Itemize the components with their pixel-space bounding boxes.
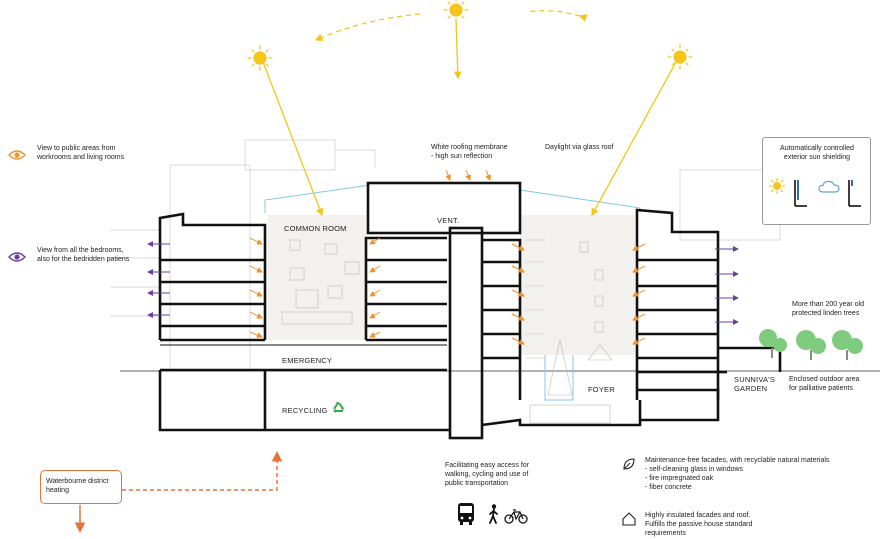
sun-icon (667, 44, 693, 70)
outdoor-note: Enclosed outdoor area for palliative pat… (789, 376, 860, 392)
pedestrian-icon (488, 504, 500, 529)
room-label-recycling: RECYCLING (282, 406, 328, 415)
sun-shielding-note: Automatically controlled exterior sun sh… (780, 145, 854, 161)
sun-shielding-box: Automatically controlled exterior sun sh… (762, 137, 871, 225)
background-buildings (110, 139, 781, 371)
purple-view-arrows (147, 241, 739, 325)
linden-note: More than 200 year old protected linden … (792, 301, 864, 317)
insulation-note: Highly insulated facades and roof. Fulfi… (645, 512, 753, 537)
room-label-vent: VENT. (437, 216, 460, 225)
room-label-emergency: EMERGENCY (282, 356, 333, 365)
facades-note: Maintenance-free facades, with recyclabl… (645, 457, 830, 491)
room-label-foyer: FOYER (588, 385, 615, 394)
window-shade-open-icon (845, 178, 861, 213)
cloud-icon (818, 180, 840, 199)
room-label-common: COMMON ROOM (284, 224, 347, 233)
recycle-icon (331, 401, 347, 422)
orange-view-arrows (249, 169, 646, 345)
window-shade-closed-icon (791, 178, 807, 213)
leaf-icon (622, 457, 636, 476)
legend-bedroom-view: View from all the bedrooms, also for the… (37, 247, 130, 263)
roofing-note: White roofing membrane - high sun reflec… (431, 144, 508, 160)
heating-note: Waterbourne district heating (46, 478, 109, 494)
sun-rays (262, 10, 677, 217)
sun-icon (443, 0, 469, 23)
house-icon (622, 512, 636, 531)
district-heating-box: Waterbourne district heating (40, 470, 122, 504)
building-section (158, 181, 782, 440)
atrium-furniture (281, 239, 613, 424)
common-room-area (268, 215, 366, 340)
bus-icon (456, 502, 476, 531)
eye-icon (8, 148, 26, 166)
access-note: Facilitating easy access for walking, cy… (445, 462, 530, 487)
sun-icon (247, 45, 273, 71)
legend-public-view: View to public areas from workrooms and … (37, 145, 125, 161)
bicycle-icon (504, 508, 528, 529)
eye-icon (8, 250, 26, 268)
foyer-area (520, 215, 635, 355)
room-label-garden: SUNNIVA'S GARDEN (734, 375, 776, 393)
sun-icon (768, 177, 786, 199)
daylight-note: Daylight via glass roof (545, 144, 614, 151)
district-heating-line (74, 451, 283, 533)
linden-trees (759, 329, 863, 360)
